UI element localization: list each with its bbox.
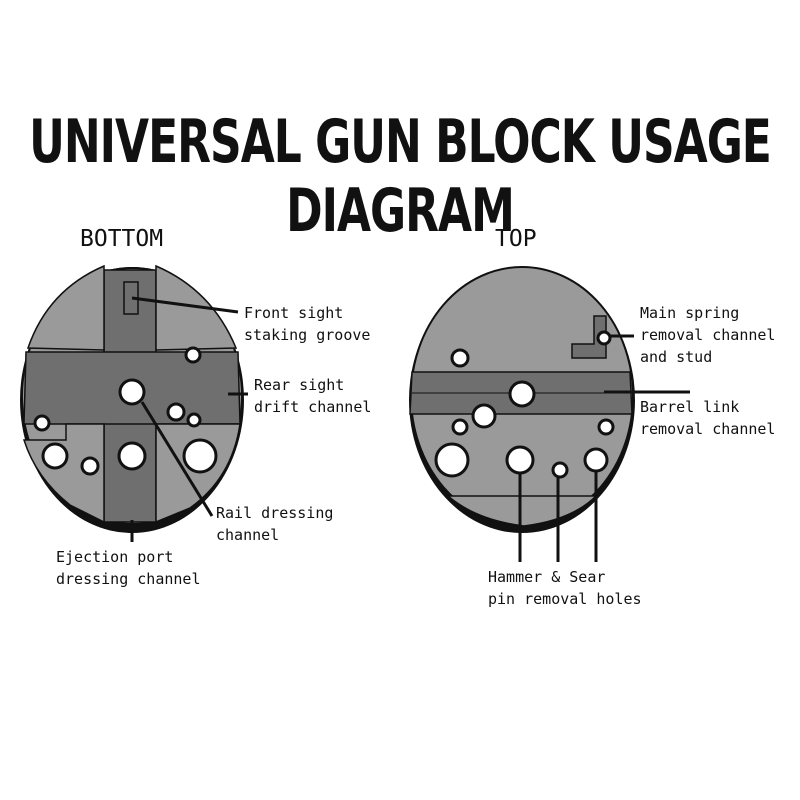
hole xyxy=(471,403,497,429)
top-block xyxy=(409,266,635,533)
hole xyxy=(434,442,470,478)
top-bottom-step xyxy=(445,495,598,527)
top-leaders xyxy=(518,334,690,562)
hole xyxy=(80,456,100,476)
front-sight-leader xyxy=(131,296,239,314)
rail-dressing-leader xyxy=(140,401,214,517)
upper-right-block xyxy=(155,264,238,351)
hole xyxy=(186,412,202,428)
hole xyxy=(117,441,147,471)
hole xyxy=(508,380,536,408)
hole xyxy=(118,378,146,406)
hole xyxy=(551,461,569,479)
bottom-holes xyxy=(33,346,218,476)
top-heading: TOP xyxy=(495,226,537,252)
front-sight-label: Front sight staking groove xyxy=(244,304,370,344)
bottom-leaders xyxy=(130,296,248,542)
hole xyxy=(33,414,51,432)
rear-sight-label: Rear sight drift channel xyxy=(254,376,371,416)
hammer-sear-label: Hammer & Sear pin removal holes xyxy=(488,568,642,608)
hole xyxy=(41,442,69,470)
hole xyxy=(182,438,218,474)
hole xyxy=(451,418,469,436)
hole xyxy=(505,445,535,475)
upper-left-block xyxy=(26,264,105,351)
main-spring-label: Main spring removal channel and stud xyxy=(640,304,785,366)
bottom-block xyxy=(20,264,244,533)
main-spring-notch xyxy=(571,315,607,359)
barrel-link-label: Barrel link removal channel xyxy=(640,398,775,438)
rail-dressing-label: Rail dressing channel xyxy=(216,504,342,544)
hole xyxy=(166,402,186,422)
hole xyxy=(597,418,615,436)
page-title: UNIVERSAL GUN BLOCK USAGE DIAGRAM xyxy=(29,108,772,246)
hole xyxy=(450,348,470,368)
ejection-port-label: Ejection port dressing channel xyxy=(56,548,201,588)
hole xyxy=(184,346,202,364)
top-holes xyxy=(434,330,615,479)
hole xyxy=(583,447,609,473)
main-spring-stud xyxy=(596,330,612,346)
bottom-heading: BOTTOM xyxy=(80,226,163,252)
